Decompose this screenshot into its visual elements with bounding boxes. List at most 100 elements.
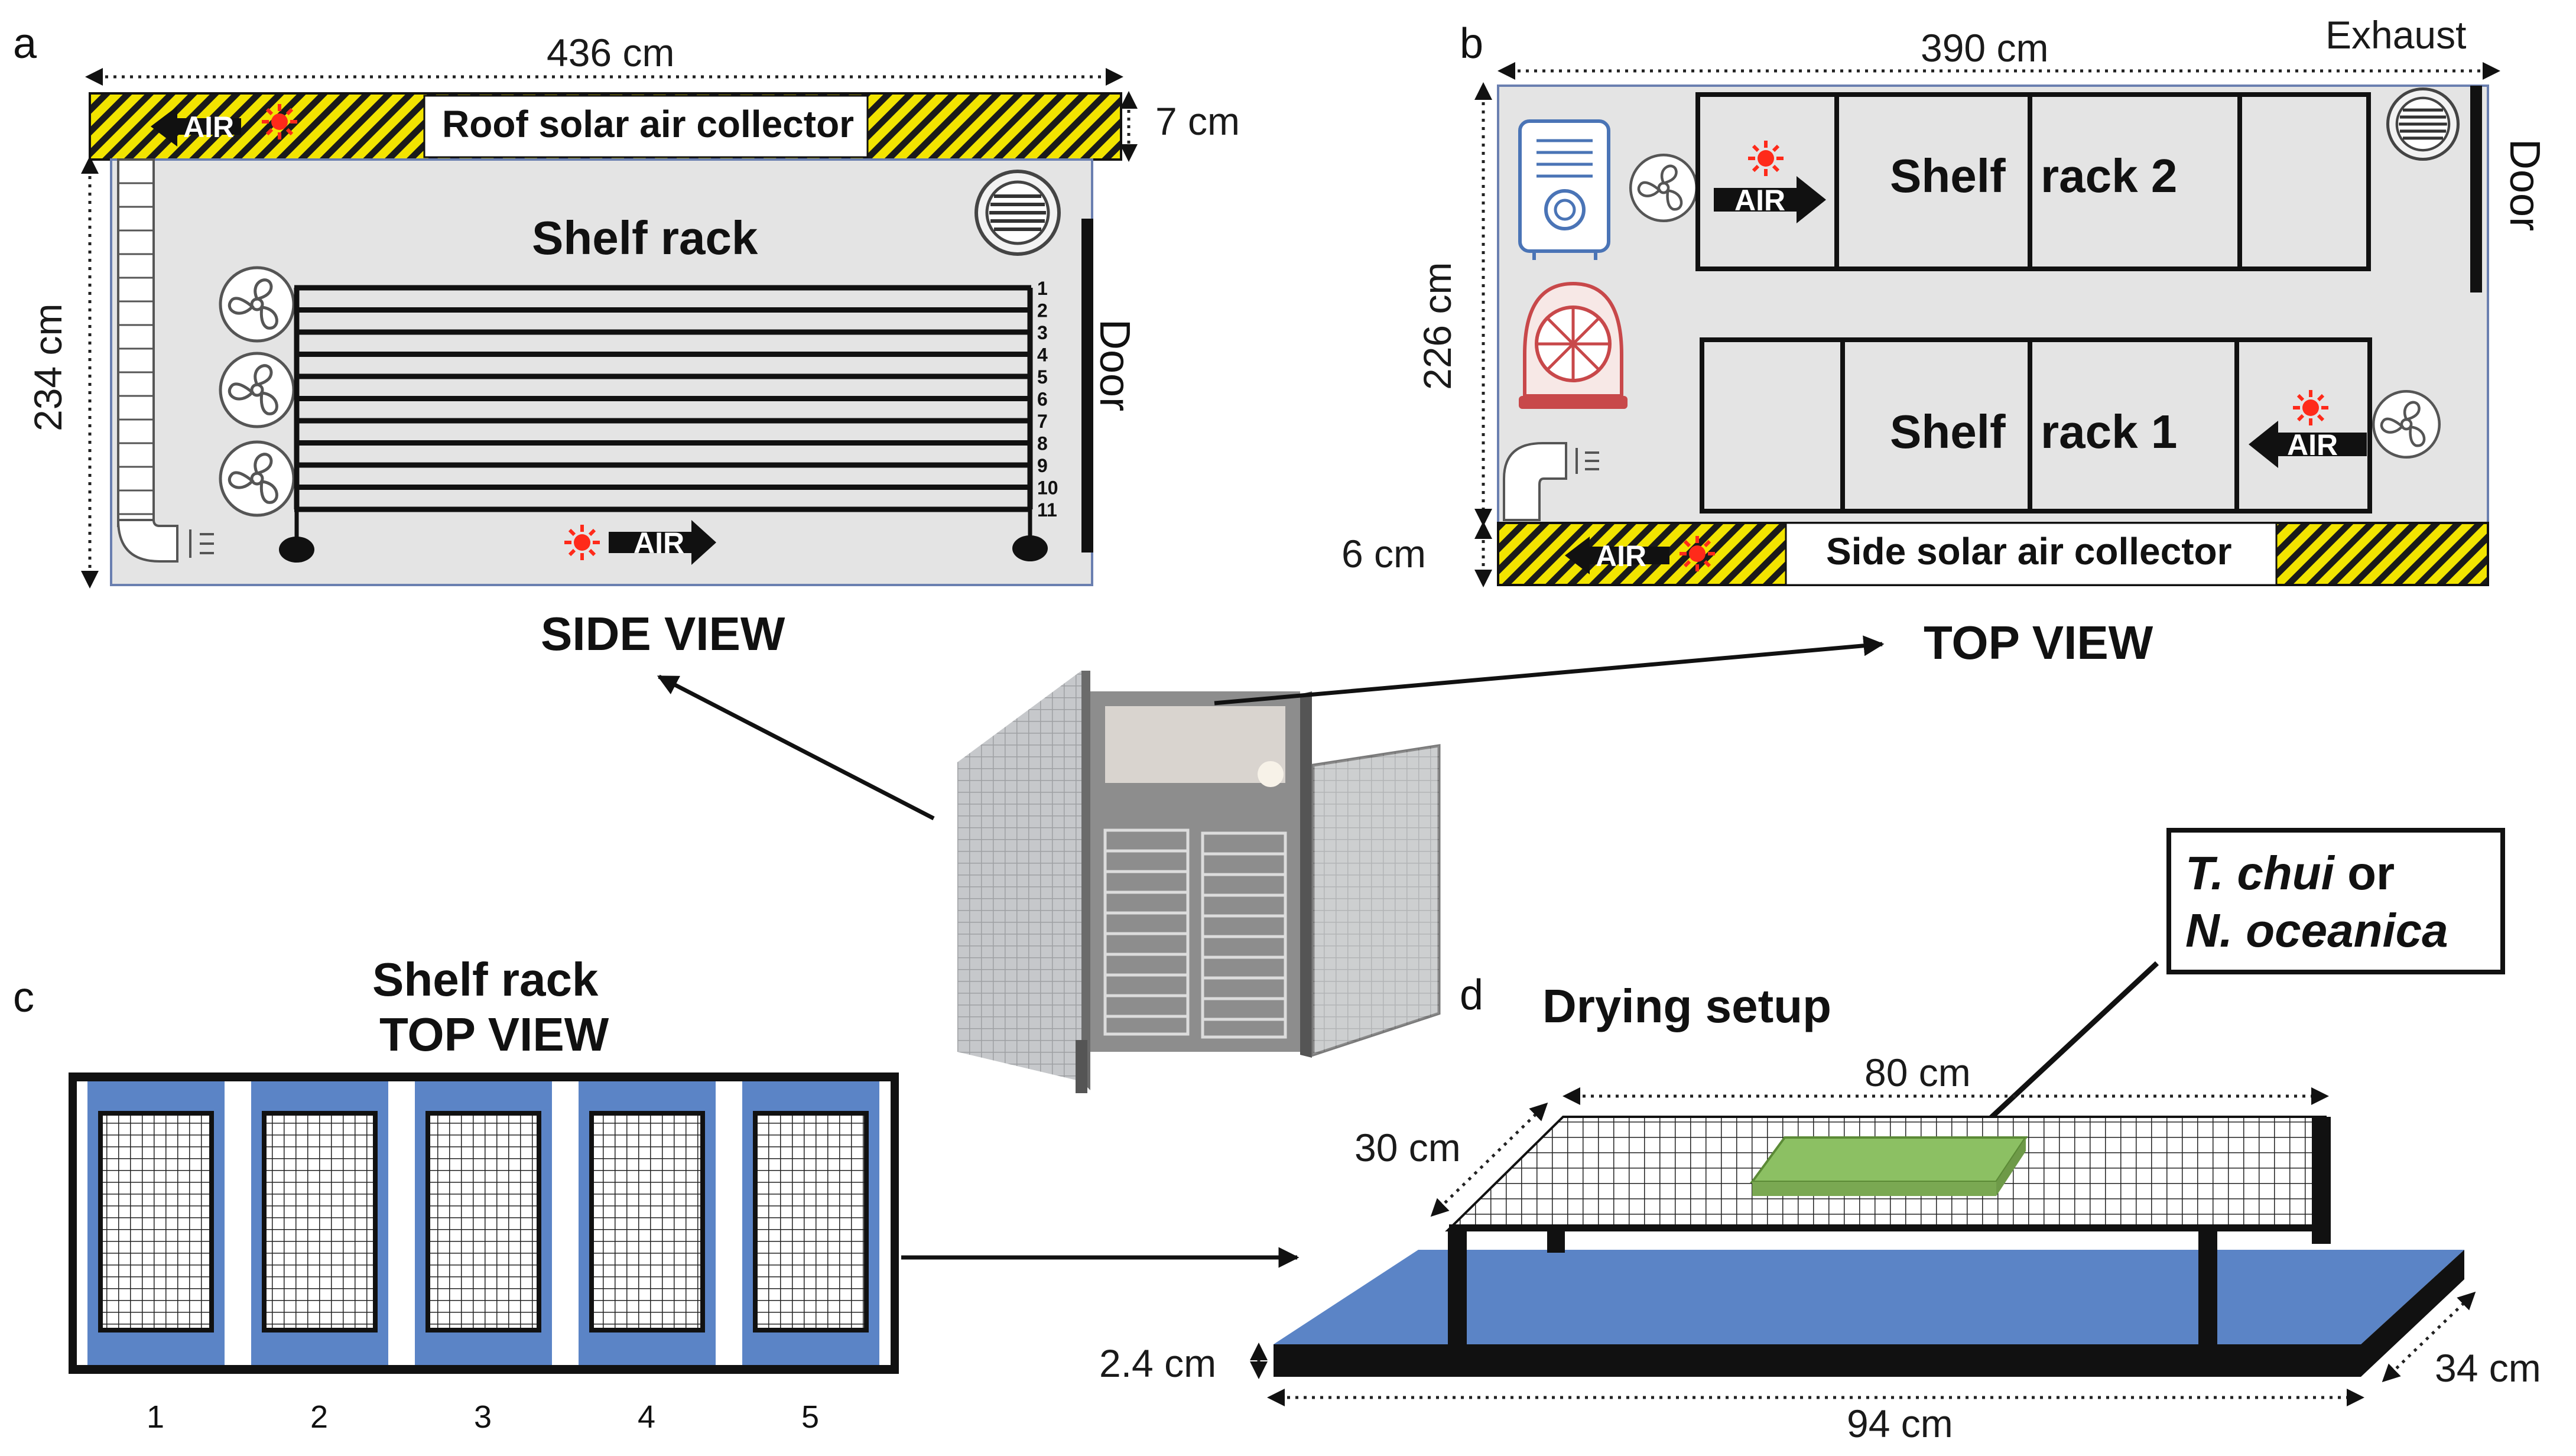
- sample-pad: [1750, 1136, 2028, 1196]
- arrow-to-side-view: [657, 674, 935, 821]
- container-photo: [957, 671, 1441, 1093]
- tray-mesh: [430, 1116, 537, 1328]
- panel-d-label: d: [1460, 971, 1483, 1019]
- collector-thickness-side: 7 cm: [1120, 91, 1240, 162]
- side-view-height-dimension: 234 cm: [26, 156, 99, 589]
- species-1: T. chui: [2185, 847, 2335, 899]
- tray-number: 3: [474, 1399, 492, 1435]
- side-view-height-label: 234 cm: [26, 304, 70, 431]
- shelf-number: 9: [1037, 455, 1048, 476]
- mesh-width-label: 30 cm: [1354, 1126, 1461, 1169]
- shelf-number: 6: [1037, 389, 1048, 410]
- top-view-height-dimension: 226 cm: [1415, 82, 1492, 526]
- panel-c-label: c: [13, 974, 34, 1021]
- bottom-air-label: AIR: [634, 526, 684, 560]
- top-door-label: Door: [2501, 139, 2548, 231]
- dehumidifier-icon: [1518, 119, 1610, 260]
- shelf-top-title-2: TOP VIEW: [379, 1008, 609, 1061]
- top-view-height-label: 226 cm: [1415, 262, 1459, 390]
- shelf-trays: [87, 1081, 879, 1365]
- fan-icon: [1630, 155, 1697, 221]
- top-collector-thickness-label: 6 cm: [1341, 532, 1426, 576]
- sun-icon: [1680, 536, 1715, 571]
- rack1-air-label: AIR: [2287, 428, 2338, 462]
- shelf-number: 10: [1037, 477, 1058, 499]
- rack2-air-arrow: AIR: [1714, 141, 1826, 223]
- shelf-number: 7: [1037, 411, 1048, 432]
- sun-icon: [2293, 390, 2328, 425]
- shelf-number: 8: [1037, 433, 1048, 454]
- sun-icon: [262, 104, 297, 139]
- top-exhaust-vent-icon: [2388, 89, 2458, 160]
- collector-thickness-top: 6 cm: [1341, 521, 1492, 587]
- side-view-width-label: 436 cm: [547, 31, 674, 74]
- top-view-caption: TOP VIEW: [1924, 616, 2153, 669]
- fan-icon: [220, 353, 294, 427]
- tray-mesh: [594, 1116, 700, 1328]
- roof-collector-label-box: [423, 95, 869, 158]
- drying-setup-title: Drying setup: [1542, 980, 1831, 1032]
- rack1-air-arrow: AIR: [2249, 390, 2367, 468]
- side-view-width-dimension: 436 cm: [85, 31, 1123, 86]
- top-door: [2470, 86, 2482, 292]
- shelf-number: 3: [1037, 322, 1048, 343]
- panel-a-label: a: [13, 20, 37, 67]
- rack2-label-left: Shelf: [1890, 150, 2006, 202]
- shelf-top-title-1: Shelf rack: [372, 953, 599, 1006]
- tray-number: 1: [147, 1399, 164, 1435]
- species-callout: T. chui or N. oceanica: [2166, 828, 2505, 974]
- tray-mesh: [103, 1116, 209, 1328]
- fan-icon: [220, 268, 294, 341]
- side-collector-label: Side solar air collector: [1826, 530, 2232, 573]
- sun-icon: [1748, 141, 1784, 176]
- mesh-width-dimension: 30 cm: [1354, 1102, 1548, 1217]
- bottom-air-arrow: AIR: [564, 520, 716, 565]
- tray-width-label: 34 cm: [2435, 1346, 2541, 1390]
- heater-icon: [1519, 281, 1628, 409]
- tray-mesh: [267, 1116, 373, 1328]
- shelf-number: 4: [1037, 344, 1048, 366]
- shelf-number: 5: [1037, 366, 1048, 388]
- side-view-caption: SIDE VIEW: [541, 607, 785, 660]
- side-collector-thickness-label: 7 cm: [1155, 99, 1240, 143]
- tray-number: 5: [801, 1399, 819, 1435]
- species-2: N. oceanica: [2185, 904, 2448, 957]
- side-rack-label: Shelf rack: [532, 212, 758, 264]
- collector-air-arrow: AIR: [1565, 536, 1715, 574]
- shelf-number: 11: [1037, 499, 1057, 521]
- mesh-length-label: 80 cm: [1864, 1051, 1971, 1094]
- top-view-width-dimension: 390 cm: [1497, 26, 2500, 80]
- arrow-to-top-view: [1214, 635, 1885, 706]
- tray-mesh: [758, 1116, 864, 1328]
- side-air-duct: [116, 158, 214, 563]
- shelf-number: 2: [1037, 300, 1048, 321]
- shelf-rack-1: Shelf rack 1: [1700, 337, 2372, 514]
- rack1-label-right: rack 1: [2041, 405, 2177, 458]
- shelf-rack-2: Shelf rack 2: [1695, 92, 2371, 271]
- tray-height-label: 2.4 cm: [1099, 1341, 1216, 1385]
- exhaust-label: Exhaust: [2325, 13, 2466, 57]
- side-exhaust-vent-icon: [976, 171, 1059, 254]
- side-shelves: [294, 285, 1033, 512]
- mesh-length-dimension: 80 cm: [1563, 1051, 2329, 1105]
- top-air-duct: [1503, 442, 1599, 521]
- shelf-number: 1: [1037, 278, 1048, 299]
- tray-width-dimension: 34 cm: [2382, 1291, 2541, 1390]
- collector-air-label: AIR: [1596, 540, 1646, 573]
- panel-b-label: b: [1460, 20, 1483, 67]
- fan-icon: [2373, 391, 2439, 457]
- roof-collector-label: Roof solar air collector: [442, 103, 854, 145]
- roof-air-label: AIR: [183, 110, 234, 144]
- fan-icon: [220, 442, 294, 515]
- side-collector-label-box: [1785, 522, 2278, 586]
- rack2-air-label: AIR: [1734, 184, 1785, 217]
- tray-length-label: 94 cm: [1847, 1402, 1953, 1445]
- sun-icon: [564, 525, 600, 560]
- species-line-1: T. chui or: [2185, 847, 2395, 899]
- side-door-label: Door: [1091, 319, 1138, 411]
- shelf-rack-legs: [279, 509, 1048, 563]
- rack2-label-right: rack 2: [2041, 150, 2177, 202]
